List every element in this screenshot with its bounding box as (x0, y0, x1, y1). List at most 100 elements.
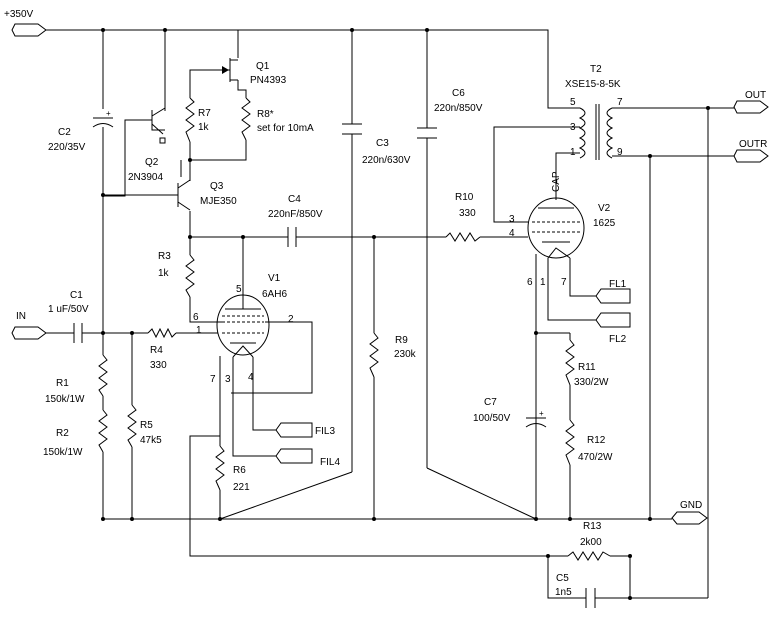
r6-symbol (215, 445, 225, 491)
r2-ref: R2 (56, 428, 69, 439)
capacitors: + + (73, 109, 596, 608)
port-fl1: FL1 (595, 279, 631, 304)
port-outr: OUTR (733, 139, 769, 163)
r11-symbol (565, 339, 575, 386)
q1-value: PN4393 (250, 75, 287, 86)
q3-ref: Q3 (210, 181, 224, 192)
r13-ref: R13 (583, 521, 602, 532)
r10-ref: R10 (455, 192, 474, 203)
c4-symbol (287, 227, 297, 247)
port-in: IN (11, 311, 47, 340)
c2-symbol: + (92, 109, 114, 128)
port-gnd-label: GND (680, 500, 702, 511)
r1-symbol (98, 354, 108, 397)
r7-ref: R7 (198, 108, 211, 119)
r3-value: 1k (158, 268, 170, 279)
v1-pin-1: 1 (196, 325, 202, 336)
v2-pin-1: 1 (540, 277, 546, 288)
c4-value: 220nF/850V (268, 209, 323, 220)
port-outr-label: OUTR (739, 139, 767, 150)
v1-ref: V1 (268, 273, 281, 284)
q1-jfet (220, 58, 238, 82)
port-gnd: GND (671, 500, 708, 525)
v1-pin-3: 3 (225, 374, 231, 385)
c3-ref: C3 (376, 138, 389, 149)
port-fl1-label: FL1 (609, 279, 627, 290)
r8-value: set for 10mA (257, 123, 314, 134)
c6-ref: C6 (452, 88, 465, 99)
v2-value: 1625 (593, 218, 616, 229)
c5-symbol (585, 588, 596, 608)
c4-ref: C4 (288, 194, 301, 205)
r4-ref: R4 (150, 345, 163, 356)
v1-pin-7: 7 (210, 374, 216, 385)
r12-ref: R12 (587, 435, 606, 446)
svg-text:+: + (106, 109, 111, 118)
c5-ref: C5 (556, 573, 569, 584)
v2-pin-6: 6 (527, 277, 533, 288)
q3-pnp (167, 160, 191, 211)
r9-value: 230k (394, 349, 417, 360)
c1-ref: C1 (70, 290, 83, 301)
r10-symbol (445, 232, 481, 242)
r5-ref: R5 (140, 420, 153, 431)
port-fl3: FIL3 (275, 422, 335, 438)
r9-ref: R9 (395, 335, 408, 346)
r4-symbol (147, 327, 177, 339)
r1-value: 150k/1W (45, 394, 85, 405)
v2-tube (527, 197, 585, 259)
c1-symbol (73, 323, 83, 343)
port-out: OUT (733, 90, 769, 114)
c2-value: 220/35V (48, 142, 86, 153)
component-labels: Q1 PN4393 R7 1k R8* set for 10mA C2 220/… (43, 61, 621, 598)
r13-symbol (567, 551, 611, 561)
v2-pin-7: 7 (561, 277, 567, 288)
q2-npn (151, 107, 166, 144)
t2-pin-1: 1 (570, 147, 576, 158)
r8-ref: R8* (257, 109, 274, 120)
c5-value: 1n5 (555, 587, 572, 598)
r12-value: 470/2W (578, 452, 613, 463)
r5-value: 47k5 (140, 435, 162, 446)
v1-pin-2: 2 (288, 314, 294, 325)
r10-value: 330 (459, 208, 476, 219)
r7-value: 1k (198, 122, 210, 133)
t2-value: XSE15-8-5K (565, 79, 621, 90)
c3-symbol (342, 123, 362, 135)
r9-symbol (369, 332, 379, 378)
q3-value: MJE350 (200, 196, 237, 207)
r12-symbol (565, 419, 575, 466)
r6-value: 221 (233, 482, 250, 493)
q2-value: 2N3904 (128, 172, 163, 183)
port-fl4: FIL4 (275, 448, 340, 468)
r4-value: 330 (150, 360, 167, 371)
svg-text:+: + (539, 409, 544, 418)
c7-ref: C7 (484, 397, 497, 408)
v1-pin-4: 4 (248, 372, 254, 383)
r1-ref: R1 (56, 378, 69, 389)
port-out-label: OUT (745, 90, 766, 101)
c1-value: 1 uF/50V (48, 304, 89, 315)
t2-pin-7: 7 (617, 97, 623, 108)
r6-ref: R6 (233, 465, 246, 476)
v1-value: 6AH6 (262, 289, 287, 300)
r8-symbol (241, 97, 251, 141)
resistors (98, 97, 611, 561)
r11-value: 330/2W (574, 377, 609, 388)
r11-ref: R11 (578, 362, 596, 373)
t2-pin-5: 5 (570, 97, 576, 108)
v1-pin-6: 6 (193, 312, 199, 323)
wires (46, 29, 734, 599)
port-350v: +350V (4, 9, 47, 37)
pin-numbers: 5 7 3 1 9 5 6 1 2 7 3 4 3 4 6 1 7 (193, 97, 623, 385)
v2-ref: V2 (598, 203, 611, 214)
r2-value: 150k/1W (43, 447, 83, 458)
t2-transformer (566, 104, 614, 160)
c6-symbol (417, 127, 437, 139)
v2-pin-3: 3 (509, 214, 515, 225)
port-fl2-label: FL2 (609, 334, 627, 345)
port-fl2: FL2 (595, 312, 631, 345)
r7-symbol (185, 97, 195, 143)
port-in-label: IN (16, 311, 26, 322)
